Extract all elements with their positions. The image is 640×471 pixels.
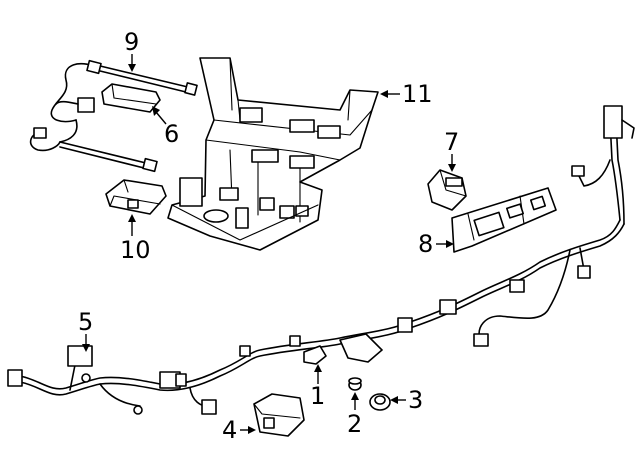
wiring-harness xyxy=(7,105,635,415)
control-module-part-10 xyxy=(105,179,167,215)
sensor-part-7 xyxy=(427,169,467,211)
wiring-pigtail-part-9 xyxy=(29,59,198,173)
bracket-tray-part-11 xyxy=(167,57,379,251)
callout-4: 4 xyxy=(222,416,237,444)
callout-5: 5 xyxy=(78,308,93,336)
mounting-bracket-part-8 xyxy=(451,187,557,253)
callout-2: 2 xyxy=(347,410,362,438)
plug-part-2 xyxy=(348,377,362,391)
callout-8: 8 xyxy=(418,230,433,258)
grommet-part-3 xyxy=(369,393,391,411)
connector-module-part-6 xyxy=(55,83,161,113)
callout-6: 6 xyxy=(164,120,179,148)
callout-1: 1 xyxy=(310,382,325,410)
callout-10: 10 xyxy=(120,236,151,264)
callout-7: 7 xyxy=(444,128,459,156)
callout-leaders xyxy=(82,54,456,434)
callout-9: 9 xyxy=(124,28,139,56)
connector-part-1 xyxy=(303,345,327,365)
callout-11: 11 xyxy=(402,80,433,108)
callout-3: 3 xyxy=(408,386,423,414)
module-part-4 xyxy=(253,393,305,437)
